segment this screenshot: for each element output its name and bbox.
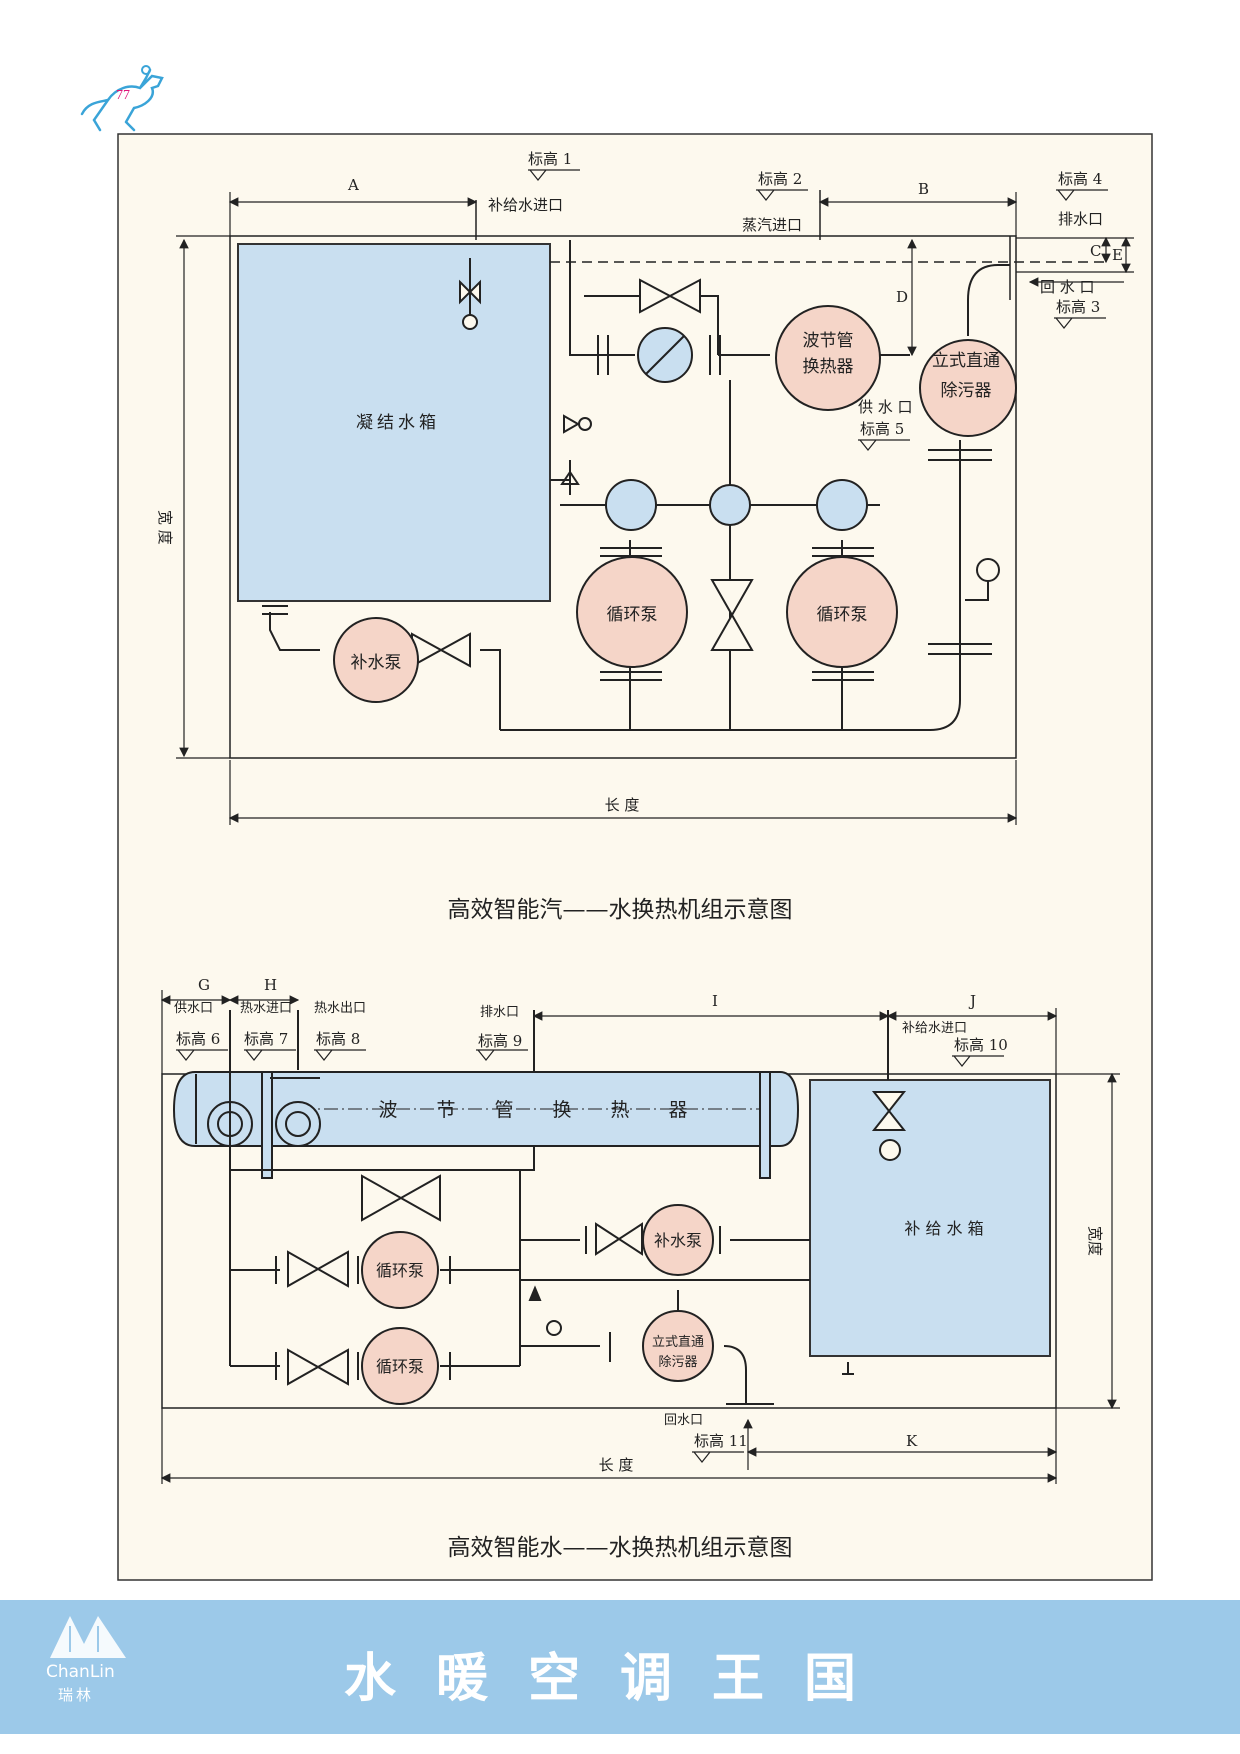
makeup-tank bbox=[809, 1079, 1051, 1357]
bypass-valve-icon bbox=[639, 278, 701, 314]
makeup-pump-label: 补水泵 bbox=[654, 1231, 702, 1250]
exchanger-label-char: 波 bbox=[378, 1099, 397, 1121]
exchanger-label-char: 器 bbox=[668, 1099, 687, 1121]
dim-c: C bbox=[1090, 242, 1101, 260]
unit-base-outline bbox=[229, 235, 1017, 759]
circ-pump-label: 循环泵 bbox=[376, 1357, 424, 1376]
exchanger-label-char: 换 bbox=[552, 1099, 571, 1121]
pressure-gauge-icon bbox=[976, 558, 1000, 582]
hot-out-label: 热水出口 bbox=[314, 1001, 366, 1016]
dim-i: I bbox=[712, 992, 718, 1010]
pump-head-icon bbox=[816, 479, 868, 531]
elevation-1: 标高 1 bbox=[528, 150, 572, 168]
exchanger-label-char: 节 bbox=[436, 1099, 455, 1121]
heat-exchanger bbox=[775, 305, 881, 411]
return-water-label: 回 水 口 bbox=[1040, 278, 1095, 296]
length-label: 长 度 bbox=[599, 1456, 634, 1474]
gate-valve-icon bbox=[710, 579, 754, 651]
circ-pump-label: 循环泵 bbox=[376, 1261, 424, 1280]
circ-pump-label: 循环泵 bbox=[817, 605, 868, 625]
elevation-2: 标高 2 bbox=[758, 170, 802, 188]
drain-label: 排水口 bbox=[1058, 210, 1103, 228]
elevation-5: 标高 5 bbox=[860, 420, 904, 438]
makeup-valve-icon bbox=[871, 1091, 907, 1131]
separator bbox=[919, 339, 1017, 437]
hot-in-label: 热水进口 bbox=[240, 1001, 292, 1016]
footer-title: 水暖空调王国 bbox=[343, 1649, 896, 1709]
elevation-8: 标高 8 bbox=[316, 1030, 360, 1048]
valve-icon bbox=[595, 1222, 643, 1256]
drain-label: 排水口 bbox=[480, 1005, 519, 1020]
separator-label-1: 立式直通 bbox=[652, 1335, 704, 1350]
separator-label-1: 立式直通 bbox=[932, 351, 1000, 371]
elevation-11: 标高 11 bbox=[694, 1432, 748, 1450]
brand-name-cn: 瑞林 bbox=[58, 1686, 95, 1704]
width-label: 宽度 bbox=[1086, 1226, 1104, 1256]
circulation-pump bbox=[576, 556, 688, 668]
bypass-valve-icon bbox=[361, 1174, 441, 1222]
elevation-6: 标高 6 bbox=[176, 1030, 220, 1048]
dim-j: J bbox=[968, 992, 976, 1010]
supply-water-label: 供水口 bbox=[174, 1001, 213, 1016]
dim-d: D bbox=[896, 288, 908, 306]
circulation-pump bbox=[361, 1327, 439, 1405]
length-label: 长 度 bbox=[605, 796, 640, 814]
condensate-tank-label: 凝结水箱 bbox=[356, 413, 440, 433]
makeup-inlet-label: 补给水进口 bbox=[902, 1021, 967, 1036]
diagram-water-water bbox=[161, 1010, 1057, 1409]
heat-exchanger-label-2: 换热器 bbox=[803, 357, 854, 377]
elevation-10: 标高 10 bbox=[954, 1036, 1008, 1054]
dim-k: K bbox=[906, 1432, 918, 1450]
width-label: 宽 度 bbox=[156, 510, 174, 545]
elevation-3: 标高 3 bbox=[1056, 298, 1100, 316]
condensate-tank bbox=[237, 243, 551, 602]
pressure-gauge-icon bbox=[546, 1320, 562, 1336]
makeup-pump-label: 补水泵 bbox=[351, 653, 402, 673]
elevation-9: 标高 9 bbox=[478, 1032, 522, 1050]
elevation-4: 标高 4 bbox=[1058, 170, 1102, 188]
circulation-pump bbox=[786, 556, 898, 668]
diagram1-caption: 高效智能汽——水换热机组示意图 bbox=[447, 897, 793, 923]
horse-logo-icon bbox=[80, 65, 164, 132]
exchanger-label-char: 管 bbox=[494, 1099, 513, 1121]
valve-icon bbox=[287, 1348, 349, 1386]
valve-icon bbox=[287, 1250, 349, 1288]
separator-label-2: 除污器 bbox=[658, 1355, 697, 1370]
pump-head-icon bbox=[605, 479, 657, 531]
separator bbox=[642, 1310, 714, 1382]
elevation-7: 标高 7 bbox=[244, 1030, 288, 1048]
circulation-pump bbox=[361, 1231, 439, 1309]
footer-banner: ChanLin 瑞林 水暖空调王国 bbox=[0, 1600, 1240, 1734]
brand-logo-icon bbox=[50, 1616, 126, 1658]
supply-water-label: 供 水 口 bbox=[858, 398, 913, 416]
diagram2-caption: 高效智能水——水换热机组示意图 bbox=[447, 1535, 793, 1561]
heat-exchanger-label-1: 波节管 bbox=[803, 331, 854, 351]
page-number: 77 bbox=[116, 88, 130, 103]
diagram-steam-water bbox=[229, 190, 1110, 759]
steam-inlet-label: 蒸汽进口 bbox=[742, 216, 802, 234]
makeup-pump bbox=[642, 1204, 714, 1276]
brand-name-en: ChanLin bbox=[46, 1662, 115, 1682]
circ-pump-label: 循环泵 bbox=[607, 605, 658, 625]
return-water-label: 回水口 bbox=[664, 1413, 703, 1428]
separator-label-2: 除污器 bbox=[941, 381, 992, 401]
dim-b: B bbox=[918, 180, 929, 198]
dim-e: E bbox=[1112, 246, 1123, 264]
makeup-pump bbox=[333, 617, 419, 703]
makeup-tank-label: 补 给 水 箱 bbox=[904, 1219, 983, 1238]
dim-g: G bbox=[198, 976, 210, 994]
exchanger-label-char: 热 bbox=[610, 1099, 629, 1121]
dim-h: H bbox=[264, 976, 277, 994]
dim-a: A bbox=[347, 176, 359, 194]
makeup-inlet-label: 补给水进口 bbox=[488, 196, 563, 214]
check-valve-icon bbox=[709, 484, 751, 526]
schematic-drawing: 凝结水箱 波节管 换热器 立式直通 除污器 循环泵 循环泵 补水泵 补给水进口 … bbox=[117, 133, 1153, 1581]
flange-port-icon bbox=[275, 1101, 321, 1147]
